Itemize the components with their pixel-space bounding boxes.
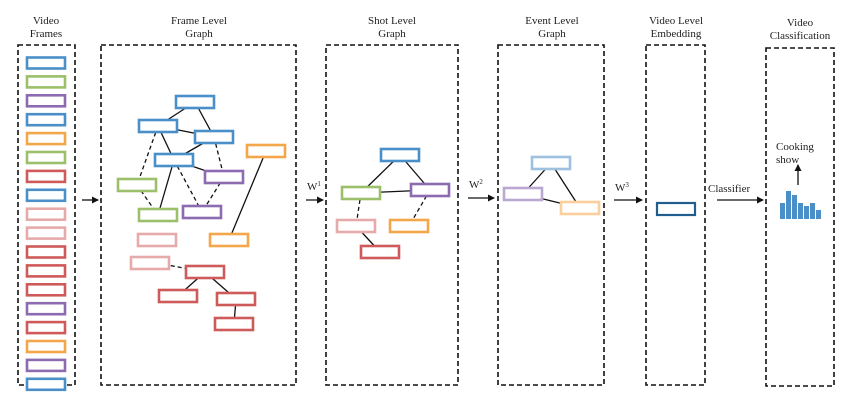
graph-node — [215, 291, 257, 307]
graph-node — [174, 94, 216, 110]
frame-box — [25, 282, 67, 297]
result-label: Cooking show — [776, 141, 814, 166]
graph-node — [116, 177, 158, 193]
graph-node — [379, 147, 421, 163]
svg-text:Cooking: Cooking — [776, 141, 814, 153]
weight-label-1: W1 — [307, 180, 321, 193]
frame-box — [25, 226, 67, 240]
frame-box — [25, 264, 67, 278]
graph-node — [136, 232, 178, 248]
histogram-icon — [780, 191, 821, 219]
svg-text:Video: Video — [787, 17, 814, 29]
graph-node — [184, 264, 226, 280]
graph-node — [208, 232, 250, 248]
svg-text:Frame Level: Frame Level — [171, 15, 227, 27]
video-embedding-node — [655, 201, 697, 217]
frame-graph-panel — [100, 44, 297, 386]
video-frames-column — [25, 56, 67, 392]
shot-graph-edges — [355, 154, 431, 253]
graph-node — [137, 207, 179, 223]
frame-box — [25, 131, 67, 146]
header-frame-level-graph: Frame Level Graph — [171, 15, 227, 40]
svg-text:Shot Level: Shot Level — [368, 15, 416, 27]
header-video-classification: Video Classification — [770, 17, 831, 42]
shot-graph-panel — [325, 44, 459, 386]
frame-box — [25, 169, 67, 184]
header-shot-level-graph: Shot Level Graph — [368, 15, 416, 40]
classification-panel — [765, 47, 835, 387]
svg-text:show: show — [776, 154, 799, 166]
graph-node — [181, 204, 223, 220]
frame-box — [25, 207, 67, 221]
svg-text:Video: Video — [33, 15, 60, 27]
svg-text:Graph: Graph — [378, 28, 406, 40]
event-graph-nodes — [502, 155, 601, 216]
svg-text:Graph: Graph — [538, 28, 566, 40]
header-video-frames: Video Frames — [30, 15, 62, 40]
weight-label-3: W3 — [615, 181, 629, 194]
frame-box — [25, 245, 67, 259]
weight-label-2: W2 — [469, 178, 483, 191]
header-event-level-graph: Event Level Graph — [525, 15, 578, 40]
svg-text:Embedding: Embedding — [651, 28, 702, 40]
graph-node — [530, 155, 572, 171]
frame-box — [25, 94, 67, 108]
embedding-panel — [645, 44, 706, 386]
frame-box — [25, 301, 67, 316]
frame-box — [25, 150, 67, 165]
graph-node — [157, 288, 199, 304]
event-graph-panel — [497, 44, 605, 386]
graph-node — [340, 185, 382, 201]
graph-node — [129, 255, 171, 271]
frame-box — [25, 358, 67, 373]
graph-node — [502, 186, 544, 202]
graph-node — [203, 169, 245, 185]
frame-graph-nodes — [116, 94, 287, 332]
frame-box — [25, 188, 67, 203]
shot-graph-nodes — [335, 147, 451, 260]
graph-node — [359, 244, 401, 260]
svg-text:Classification: Classification — [770, 30, 831, 42]
graph-node — [409, 182, 451, 198]
graph-node — [388, 218, 430, 234]
svg-text:Frames: Frames — [30, 28, 62, 40]
svg-text:Graph: Graph — [185, 28, 213, 40]
graph-node — [153, 152, 195, 168]
frame-box — [25, 56, 67, 70]
header-video-level-embedding: Video Level Embedding — [649, 15, 703, 40]
svg-text:Video Level: Video Level — [649, 15, 703, 27]
svg-text:Event Level: Event Level — [525, 15, 578, 27]
graph-node — [335, 218, 377, 234]
frame-box — [25, 377, 67, 392]
frame-box — [25, 112, 67, 127]
frame-box — [25, 339, 67, 354]
graph-node — [213, 316, 255, 332]
frame-box — [25, 320, 67, 335]
graph-node — [193, 129, 235, 145]
graph-node — [245, 143, 287, 159]
graph-node — [559, 200, 601, 216]
classifier-label: Classifier — [708, 183, 750, 195]
graph-node — [137, 118, 179, 134]
frame-box — [25, 75, 67, 89]
